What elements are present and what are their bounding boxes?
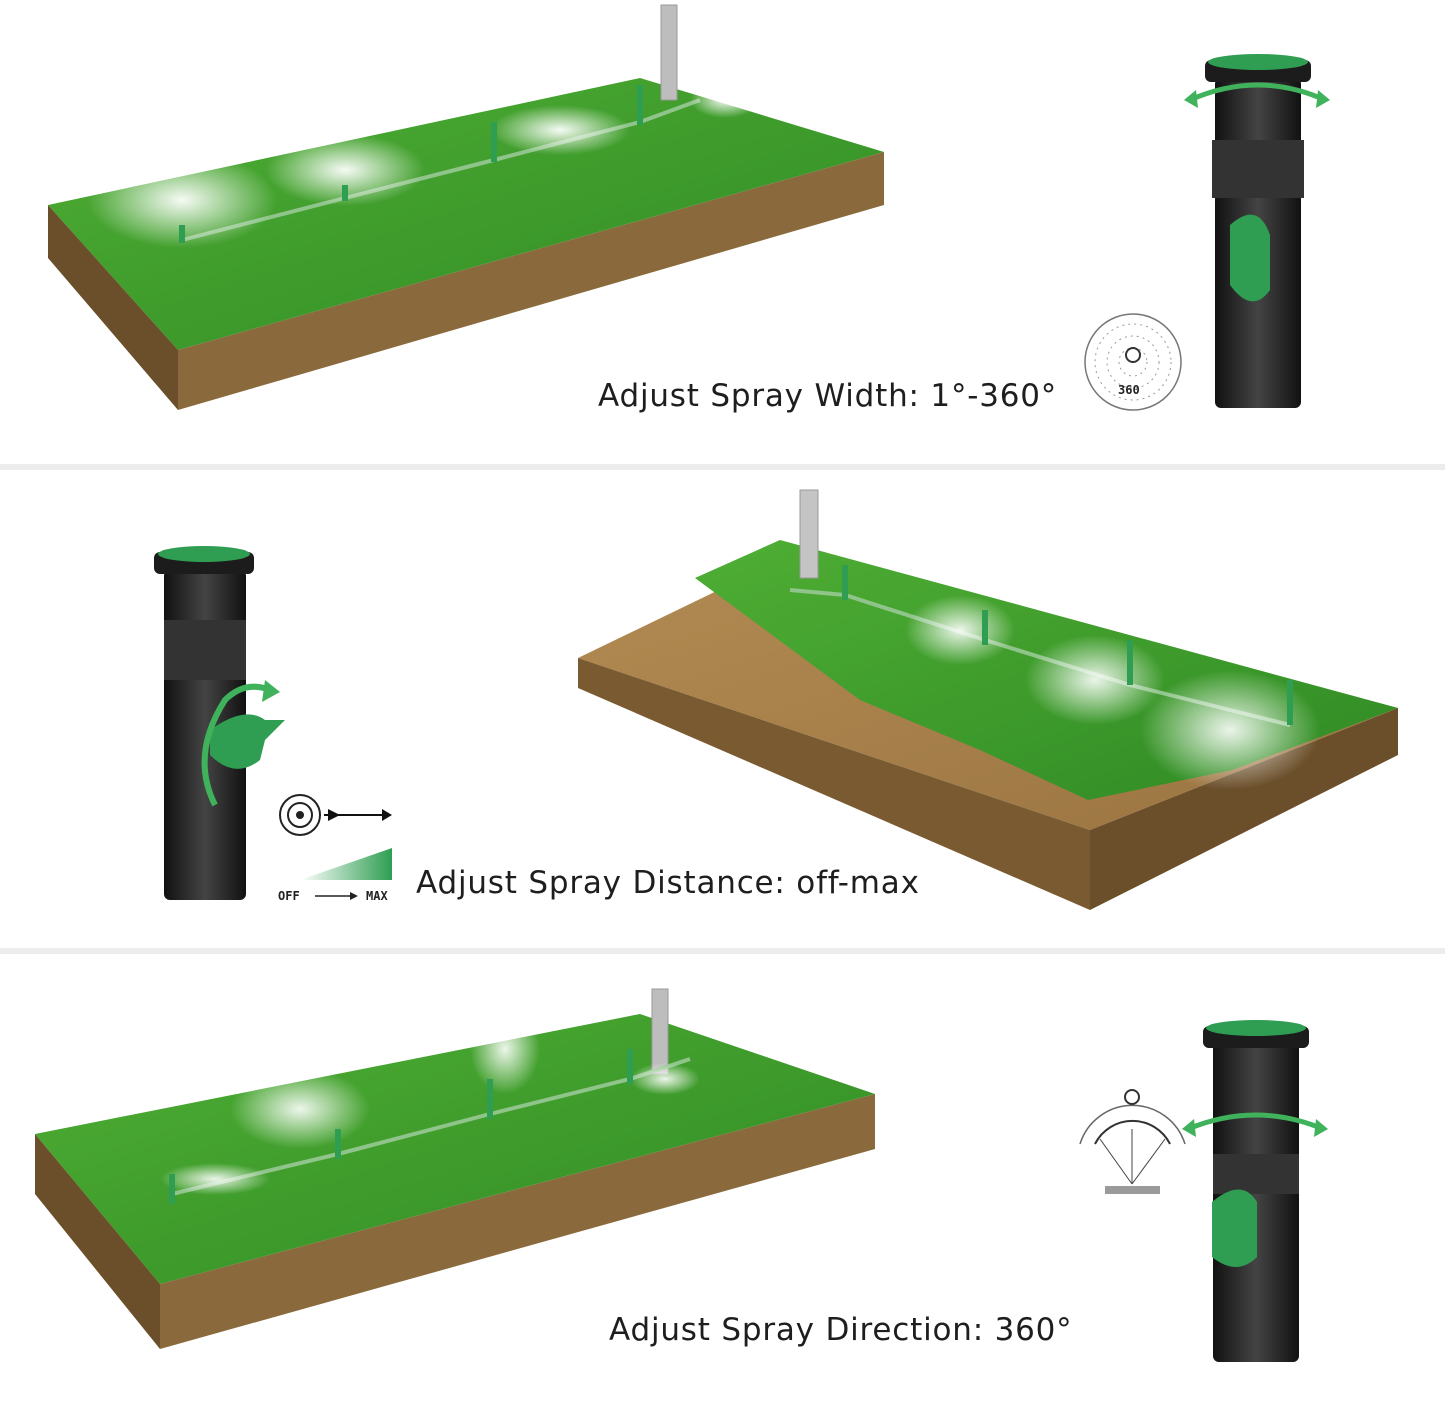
soil-side-left (48, 205, 178, 410)
sprinkler-head (154, 546, 285, 900)
lawn-illustration-direction (35, 988, 1328, 1362)
spray-quarter (490, 105, 630, 155)
range-start-label: OFF (278, 889, 300, 903)
spray-width-icon: 360 (1084, 313, 1182, 411)
rotate-arrow-icon (201, 680, 280, 807)
panel-divider (0, 464, 1445, 470)
caption-spray-distance: Adjust Spray Distance: off-max (416, 865, 920, 901)
lawn-illustration-width: 360 (48, 4, 1330, 411)
distance-valve (1230, 214, 1270, 302)
spray-direction-icon (1079, 1089, 1186, 1194)
panel-spray-direction: Adjust Spray Direction: 360° (0, 954, 1445, 1401)
spray-width-badge: 360 (1118, 383, 1140, 397)
range-end-label: MAX (366, 889, 388, 903)
water-post (660, 4, 678, 101)
soil-side-front (178, 152, 884, 410)
spray-half (265, 134, 425, 206)
caption-spray-direction: Adjust Spray Direction: 360° (609, 1312, 1073, 1348)
sprinkler-head (1203, 1020, 1309, 1362)
water-post (799, 489, 819, 579)
direction-dial (1212, 1189, 1257, 1267)
caption-spray-width: Adjust Spray Width: 1°-360° (598, 378, 1058, 414)
target-icon (279, 794, 392, 836)
spray-full-circle (87, 152, 277, 248)
panel-spray-width: 360 Adjust Spray Width: 1°-360° (0, 0, 1445, 464)
distance-valve (210, 714, 285, 769)
rotate-arrow-icon (1182, 1112, 1328, 1137)
rotate-arrow-icon (1184, 82, 1330, 108)
lawn-illustration-distance: OFF MAX (154, 489, 1398, 910)
water-post (651, 988, 669, 1075)
spray-distance-icon: OFF MAX (278, 848, 392, 903)
grass-top (48, 78, 884, 350)
sprinkler-head (1205, 54, 1311, 408)
panel-spray-distance: OFF MAX Adjust Spray Distance: off-max (0, 470, 1445, 948)
panel-divider (0, 948, 1445, 954)
